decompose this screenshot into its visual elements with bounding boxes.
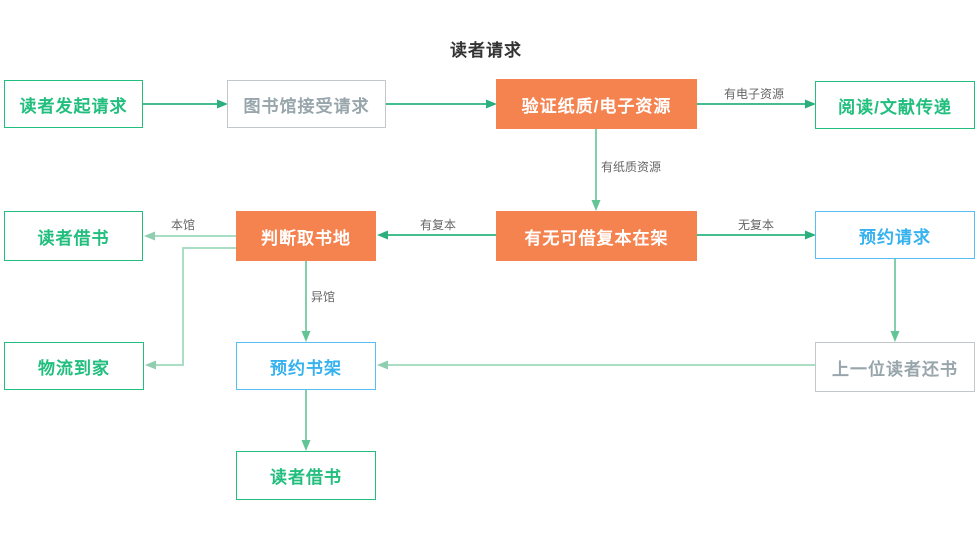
node-reservation-request: 预约请求	[815, 211, 975, 259]
node-logistics-to-home: 物流到家	[4, 342, 144, 390]
edge-decide-to-shelf	[301, 261, 311, 342]
edge-initiate-to-accept	[143, 99, 228, 109]
edge-decide-to-borrow	[144, 231, 236, 241]
edge-label-other-branch: 异馆	[310, 290, 335, 304]
edge-check-to-decide	[377, 230, 496, 240]
edge-label-has-electronic-resource: 有电子资源	[723, 87, 784, 101]
node-reader-borrows-book-shelf: 读者借书	[236, 451, 376, 500]
edge-label-local-branch: 本馆	[170, 218, 195, 232]
edge-return-to-shelf	[377, 360, 815, 370]
node-reader-initiates-request: 读者发起请求	[4, 80, 143, 128]
node-library-accepts-request: 图书馆接受请求	[227, 80, 386, 128]
edge-accept-to-verify	[386, 99, 497, 109]
edge-label-no-copy: 无复本	[737, 218, 774, 232]
node-reserved-bookshelf: 预约书架	[236, 342, 376, 390]
node-reader-borrows-book-local: 读者借书	[4, 211, 143, 261]
edge-label-has-copy: 有复本	[419, 218, 456, 232]
edge-verify-to-check	[591, 129, 601, 211]
node-verify-paper-electronic-resource: 验证纸质/电子资源	[496, 79, 697, 129]
edge-reservation-to-return	[890, 259, 900, 342]
node-check-borrowable-copies-on-shelf: 有无可借复本在架	[496, 211, 697, 261]
diagram-title: 读者请求	[450, 41, 522, 60]
edge-decide-to-logistics	[145, 247, 236, 370]
node-previous-reader-returns-book: 上一位读者还书	[815, 342, 975, 392]
edge-label-has-paper-resource: 有纸质资源	[601, 160, 662, 174]
edge-check-to-reservation	[697, 230, 816, 240]
edge-verify-to-read	[697, 99, 816, 109]
node-decide-pickup-location: 判断取书地	[236, 211, 376, 261]
node-read-document-delivery: 阅读/文献传递	[815, 81, 975, 129]
edge-shelf-to-borrow	[301, 390, 311, 451]
